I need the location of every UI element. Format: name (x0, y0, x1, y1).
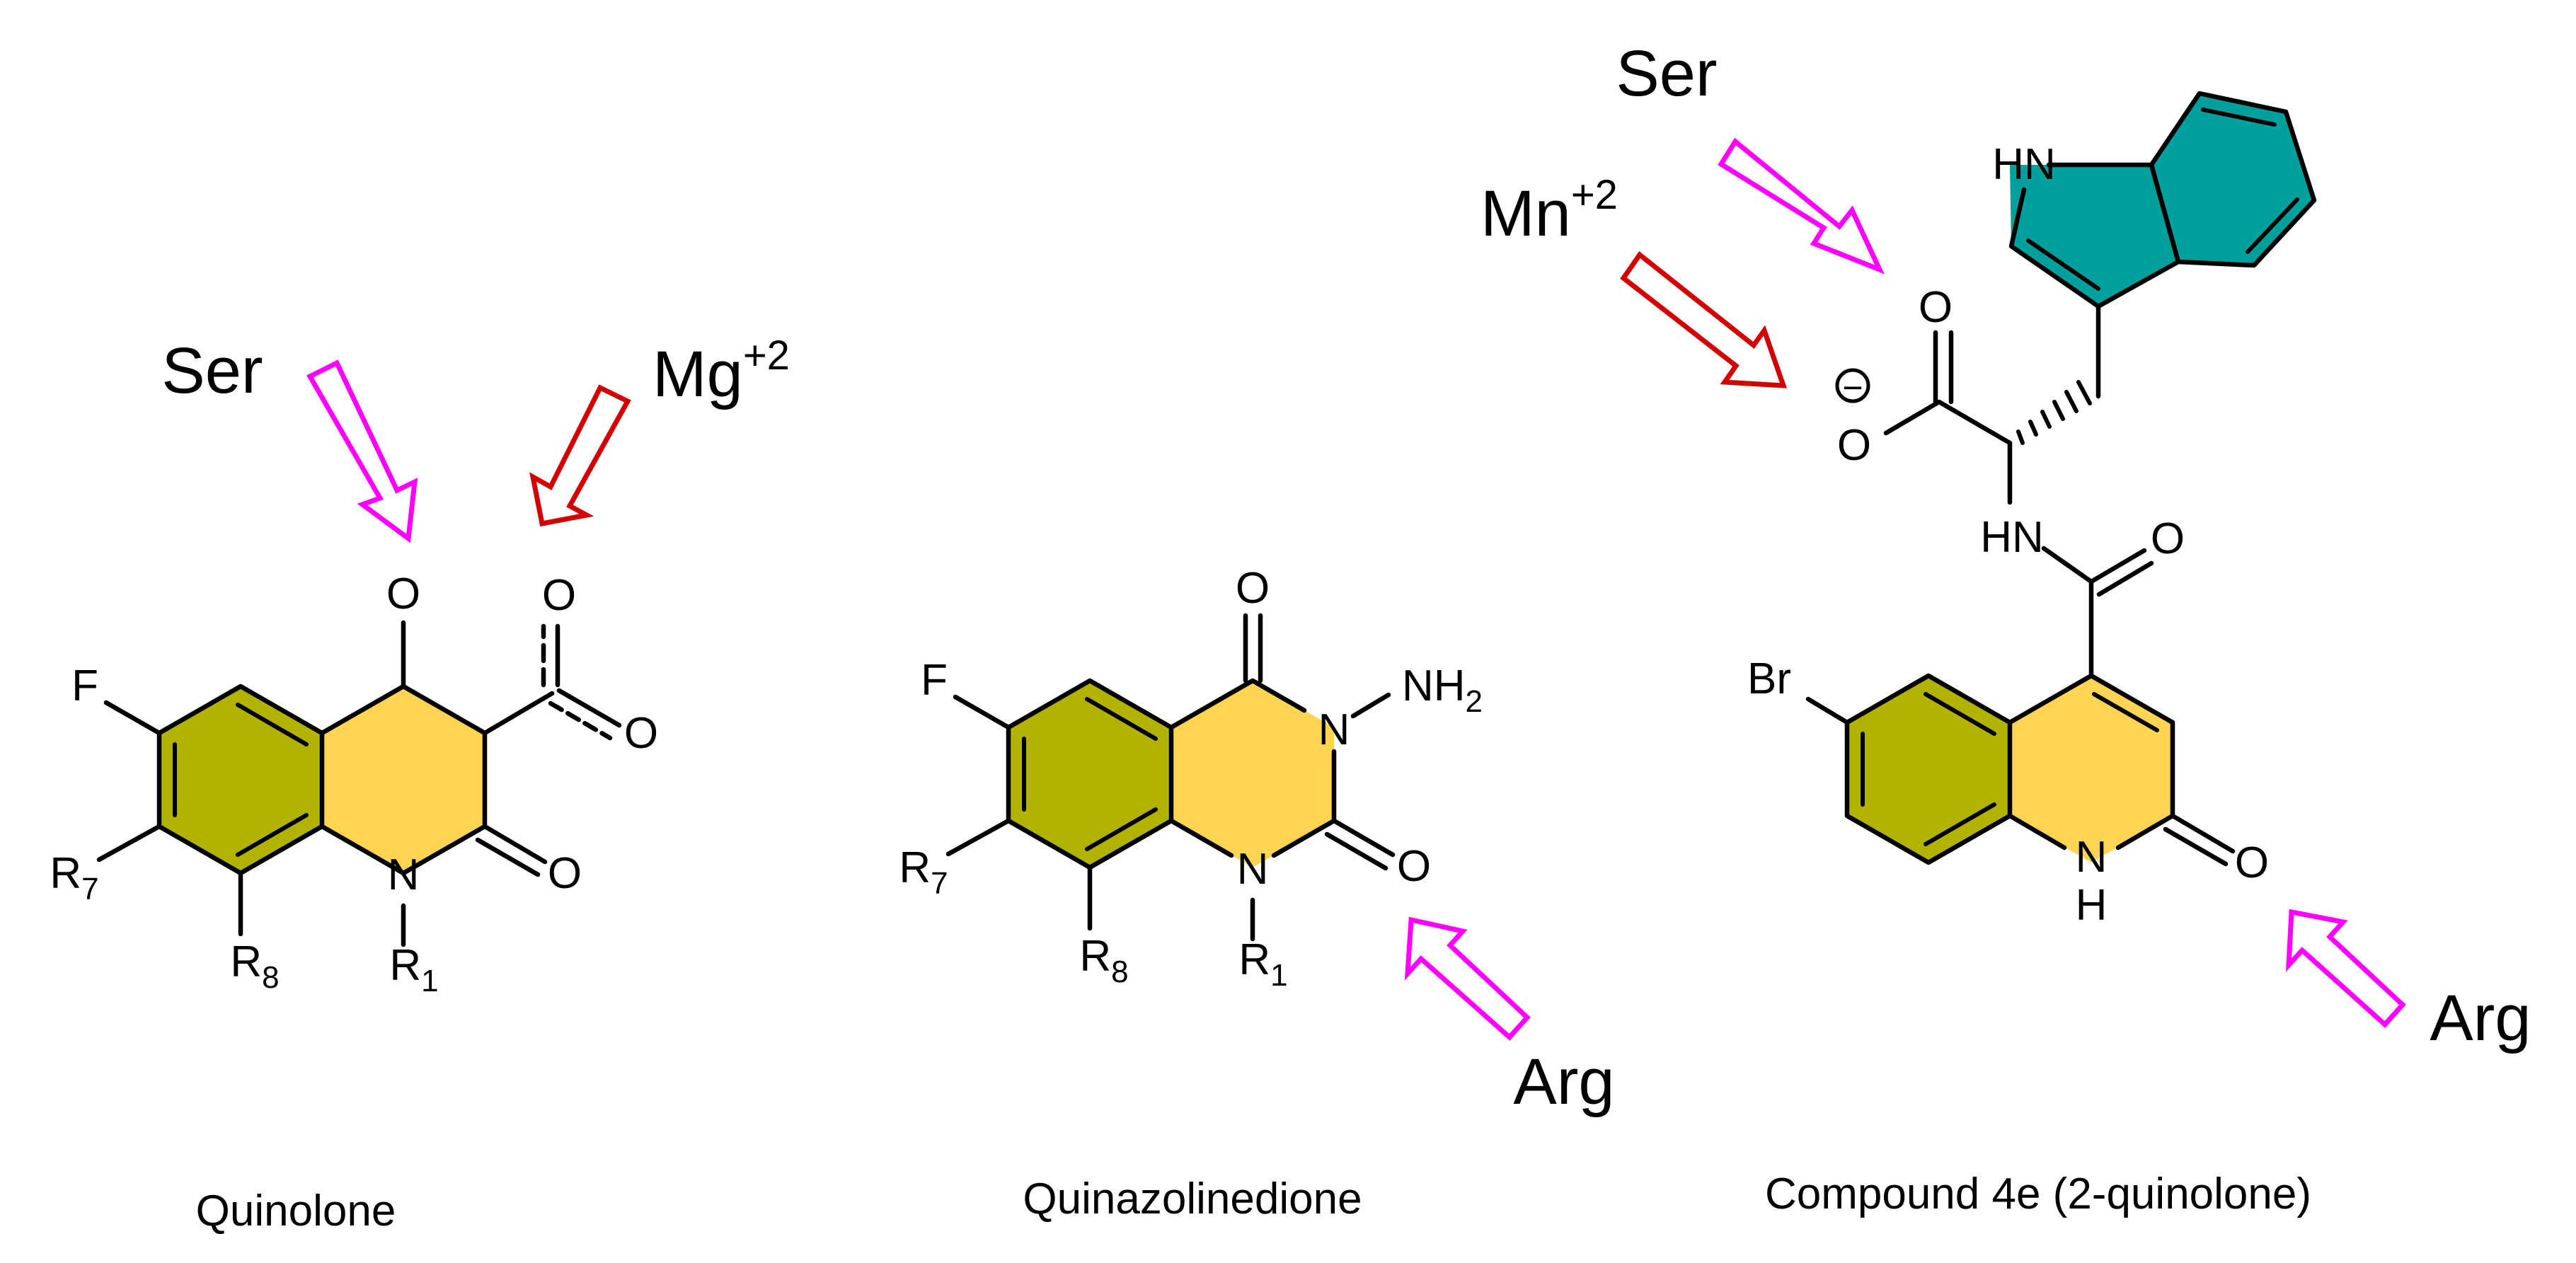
compound-4e-benzo-ring-fill (1847, 676, 2010, 863)
compound-4e-mn-arrow (1620, 250, 1788, 388)
quinolone-oxygen-keto: O (386, 570, 420, 618)
compound-4e-arg-label: Arg (2430, 982, 2531, 1054)
quinolone-structure: O O O O F N R7 R8 R1 (50, 570, 658, 998)
compound-4e-ser-arrow (1718, 137, 1885, 275)
quinazolinedione-r7-label: R7 (899, 843, 948, 901)
quinolone-benzo-ring-fill (159, 686, 322, 873)
quinazolinedione-amino-label: NH2 (1402, 662, 1483, 719)
quinolone-bonds (96, 620, 622, 947)
compound-4e-indole-nh: HN (1992, 140, 2056, 189)
compound-4e-arg-arrow (2285, 909, 2406, 1028)
quinazolinedione-nitrogen-3: N (1318, 705, 1350, 754)
compound-4e-oxygen-lactam: O (2235, 838, 2269, 887)
quinolone-nitrogen: N (388, 850, 420, 899)
compound-4e-lactam-nitrogen: N (2076, 833, 2108, 882)
quinazolinedione-oxygen-right: O (1397, 842, 1431, 891)
quinolone-pyridone-ring-fill (322, 686, 485, 873)
compound-4e-amide-nh: HN (1980, 513, 2044, 562)
quinazolinedione-bonds (945, 613, 1396, 942)
quinolone-r8-label: R8 (230, 938, 279, 995)
compound-4e-bromine: Br (1747, 654, 1791, 703)
compound-4e-pyridone-ring-fill (2010, 676, 2173, 863)
compound-4e-ser-label: Ser (1616, 38, 1717, 110)
compound-4e-lactam-hydrogen: H (2076, 881, 2108, 930)
compound-4e-negative-charge-sign: − (1842, 368, 1863, 408)
quinazolinedione-pyrimidinedione-ring-fill (1171, 681, 1334, 867)
quinazolinedione-r1-label: R1 (1238, 935, 1287, 993)
compound-4e-oxygen-carbonyl: O (1919, 283, 1953, 332)
quinolone-ser-arrow (306, 359, 418, 543)
compound-4e-hashed-wedge (2016, 380, 2092, 445)
quinolone-mg-label: Mg+2 (652, 333, 790, 410)
quinolone-ser-label: Ser (161, 335, 263, 407)
quinolone-oxygen-acid-top: O (542, 571, 576, 620)
compound-4e-structure: − HN O O HN O Br N H O (1747, 91, 2317, 930)
compound-4e-negative-charge-circle (1835, 368, 1870, 403)
quinazolinedione-oxygen-top: O (1236, 564, 1270, 613)
quinazolinedione-structure: O N NH2 O N F R7 R8 R1 (899, 564, 1483, 993)
compound-4e-bonds (1805, 91, 2317, 867)
compound-4e-oxygen-amide: O (2151, 514, 2185, 563)
quinolone-r1-label: R1 (389, 941, 438, 998)
quinazolinedione-benzo-ring-fill (1008, 681, 1171, 867)
quinazolinedione-caption: Quinazolinedione (1023, 1175, 1362, 1223)
quinolone-fluorine: F (71, 662, 98, 710)
quinazolinedione-fluorine: F (921, 656, 948, 705)
compound-4e-oxygen-carboxylate: O (1837, 421, 1871, 470)
quinolone-r7-label: R7 (50, 849, 98, 906)
compound-4e-indole-pyrrole-fill (2010, 165, 2178, 306)
quinazolinedione-r8-label: R8 (1079, 932, 1128, 989)
quinolone-oxygen-lactam: O (548, 849, 582, 898)
compound-4e-caption: Compound 4e (2-quinolone) (1765, 1170, 2311, 1218)
quinazolinedione-arg-arrow (1404, 916, 1531, 1041)
quinazolinedione-nitrogen-1: N (1237, 845, 1269, 894)
quinazolinedione-arg-label: Arg (1513, 1046, 1614, 1118)
quinolone-mg-arrow (529, 384, 631, 527)
compound-4e-mn-label: Mn+2 (1480, 172, 1618, 250)
quinolone-caption: Quinolone (196, 1187, 396, 1235)
quinolone-oxygen-acid-right: O (624, 709, 658, 758)
